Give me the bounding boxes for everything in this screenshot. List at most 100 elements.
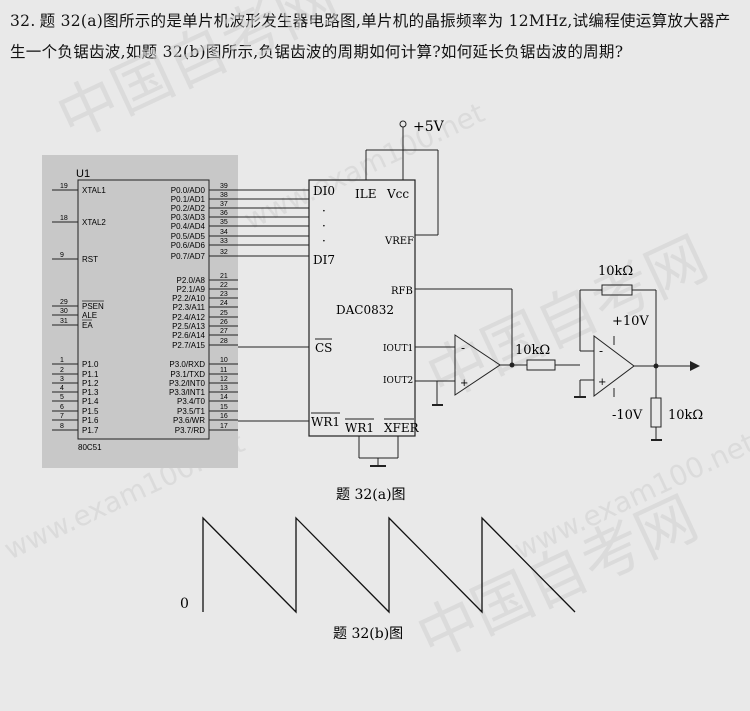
- dac-iout1: IOUT1: [383, 344, 413, 354]
- mcu-pin-number: 39: [220, 183, 228, 190]
- mcu-shade: [42, 155, 238, 468]
- mcu-pin-number: 36: [220, 210, 228, 217]
- mcu-pin-name: XTAL1: [82, 186, 106, 195]
- data-bus-wires: [238, 189, 309, 422]
- waveform-zero: 0: [180, 596, 189, 612]
- dac-ile: ILE: [355, 187, 376, 201]
- resistor-load: [650, 397, 662, 428]
- mcu-pin-name: P3.4/T0: [177, 397, 206, 406]
- node-2: [653, 363, 659, 369]
- dac-wr1: WR1: [311, 415, 340, 429]
- overbars: [311, 338, 414, 420]
- watermark-site-1: www.exam100.net: [239, 96, 490, 236]
- mcu-pin-number: 24: [220, 300, 228, 307]
- question-text: 32.题 32(a)图所示的是单片机波形发生器电路图,单片机的晶振频率为 12M…: [10, 6, 738, 68]
- mcu-pin-number: 2: [60, 367, 64, 374]
- mcu-pin-name: P2.7/A15: [172, 341, 205, 350]
- mcu-chip: [77, 179, 210, 440]
- power-supply: [365, 120, 439, 236]
- node-1: [509, 362, 515, 368]
- mcu-pin-name: P1.5: [82, 407, 99, 416]
- mcu-pin-number: 1: [60, 357, 64, 364]
- dac-labels: DI0 · · · DI7 ILE Vcc VREF RFB DAC0832 C…: [311, 184, 420, 435]
- watermark-brand-1: 中国自考网: [47, 0, 348, 154]
- mcu-pin-number: 8: [60, 423, 64, 430]
- watermark-brand-3: 中国自考网: [407, 483, 708, 673]
- mcu-pin-name: P1.4: [82, 397, 99, 406]
- mcu-pin-number: 32: [220, 249, 228, 256]
- dac-rfb: RFB: [391, 286, 413, 297]
- mcu-pin-name: P3.6/WR: [173, 416, 205, 425]
- mcu-pin-number: 37: [220, 201, 228, 208]
- mcu-pin-number: 29: [60, 299, 68, 306]
- mcu-pin-name: P2.5/A13: [172, 322, 205, 331]
- question-body: 题 32(a)图所示的是单片机波形发生器电路图,单片机的晶振频率为 12MHz,…: [10, 12, 731, 61]
- neg-supply-label: -10V: [612, 408, 643, 423]
- mcu-pin-name: P1.7: [82, 426, 99, 435]
- mcu-pin-number: 12: [220, 376, 228, 383]
- mcu-pin-name: P3.5/T1: [177, 407, 206, 416]
- mcu-pin-number: 35: [220, 219, 228, 226]
- dac-vref: VREF: [384, 236, 414, 247]
- sawtooth-waveform: [202, 516, 576, 614]
- mcu-pin-number: 9: [60, 252, 64, 259]
- mcu-pin-number: 34: [220, 229, 228, 236]
- mcu-pin-number: 28: [220, 338, 228, 345]
- dac-cs: CS: [315, 341, 332, 355]
- mcu-pin-number: 14: [220, 394, 228, 401]
- mcu-pin-number: 26: [220, 319, 228, 326]
- opamp2-plus: +: [598, 377, 606, 388]
- mcu-pin-number: 33: [220, 238, 228, 245]
- mcu-pin-name: P1.0: [82, 360, 99, 369]
- mcu-pin-number: 7: [60, 413, 64, 420]
- mcu-pin-name: P2.6/A14: [172, 331, 205, 340]
- dac-iout2: IOUT2: [383, 376, 413, 386]
- dac-di7: DI7: [313, 253, 335, 267]
- mcu-pin-name: EA: [82, 321, 93, 330]
- mcu-pin-name: PSEN: [82, 302, 104, 311]
- mcu-pin-number: 31: [60, 318, 68, 325]
- resistor-feedback-label: 10kΩ: [598, 264, 633, 279]
- mcu-pin-name: XTAL2: [82, 218, 106, 227]
- mcu-pin-name: P0.5/AD5: [171, 232, 206, 241]
- opamp1-plus: +: [460, 378, 468, 389]
- mcu-pin-number: 21: [220, 273, 228, 280]
- mcu-pin-name: P3.7/RD: [175, 426, 205, 435]
- mcu-pin-name: P2.2/A10: [172, 294, 205, 303]
- resistor-in-label: 10kΩ: [515, 343, 550, 358]
- dac-wr2: WR1: [345, 421, 374, 435]
- mcu-pin-number: 19: [60, 183, 68, 190]
- mcu-pin-number: 23: [220, 291, 228, 298]
- mcu-pin-name: P3.2/INT0: [169, 379, 206, 388]
- mcu-pin-number: 10: [220, 357, 228, 364]
- mcu-pin-number: 22: [220, 282, 228, 289]
- mcu-pin-number: 27: [220, 328, 228, 335]
- mcu-pin-name: ALE: [82, 311, 97, 320]
- question-number: 32.: [10, 12, 36, 30]
- mcu-part: 80C51: [78, 443, 102, 452]
- opamp2-minus: -: [599, 344, 603, 358]
- dac-dot-3: ·: [322, 234, 326, 248]
- opamp2-labels: 10kΩ +10V -10V 10kΩ: [598, 264, 703, 423]
- mcu-pin-number: 38: [220, 192, 228, 199]
- opamp-1: [415, 288, 527, 406]
- supply-label: +5V: [413, 119, 445, 135]
- opamp1-minus: -: [461, 341, 465, 355]
- pos-supply-label: +10V: [612, 314, 649, 329]
- mcu-pin-number: 18: [60, 215, 68, 222]
- mcu-pin-name: P2.1/A9: [177, 285, 206, 294]
- mcu-pin-number: 30: [60, 308, 68, 315]
- mcu-pin-name: P2.0/A8: [177, 276, 206, 285]
- mcu-pin-name: P0.1/AD1: [171, 195, 206, 204]
- mcu-pin-number: 5: [60, 394, 64, 401]
- mcu-pin-name: P1.1: [82, 370, 99, 379]
- bottom-ground: [358, 436, 399, 467]
- mcu-pin-name: P0.2/AD2: [171, 204, 206, 213]
- mcu-pin-name: P3.0/RXD: [169, 360, 205, 369]
- opamp-2: [555, 289, 690, 441]
- mcu-pin-number: 6: [60, 404, 64, 411]
- dac-xfer: XFER: [384, 421, 420, 435]
- mcu-pin-number: 3: [60, 376, 64, 383]
